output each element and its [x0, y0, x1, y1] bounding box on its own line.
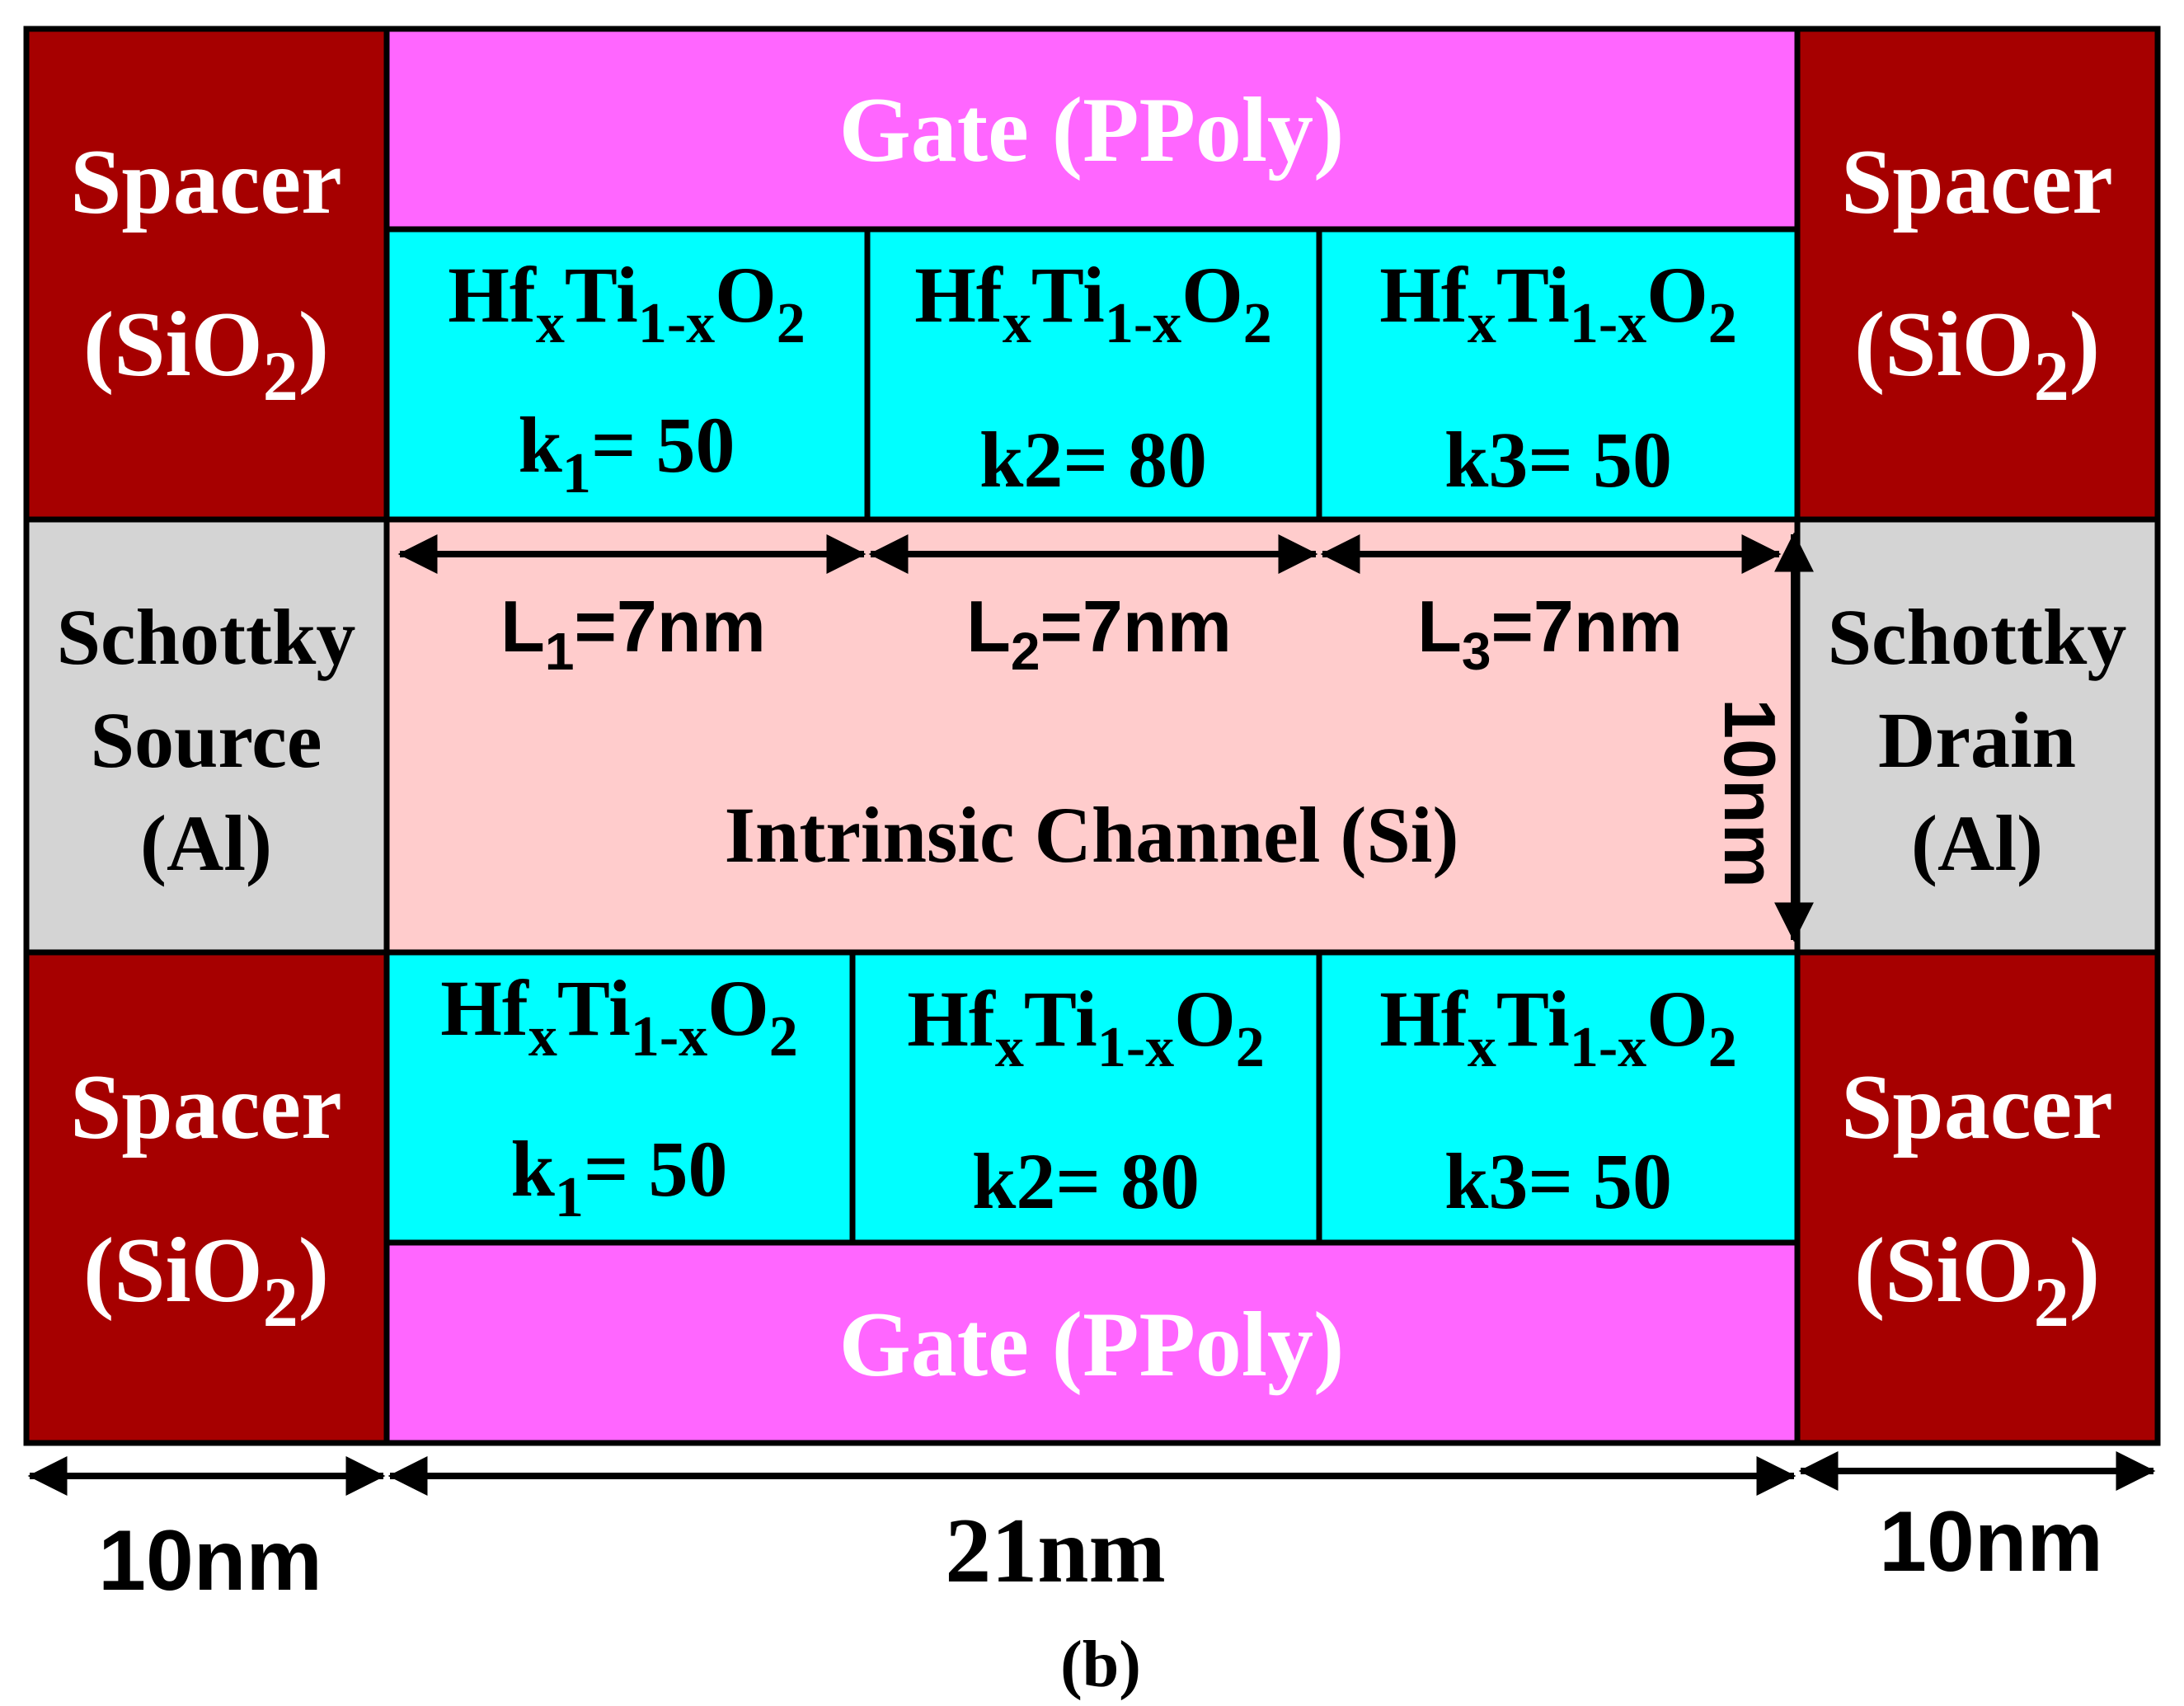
spacer-bottom-left-material: (SiO2) — [83, 1220, 329, 1342]
spacer-top-left — [23, 26, 390, 523]
spacer-bottom-right-material: (SiO2) — [1854, 1220, 2100, 1342]
dielectric-top-1 — [383, 226, 871, 523]
gate-bottom-label: Gate (PPoly) — [839, 1294, 1345, 1396]
drain-label-line2: Drain — [1878, 696, 2076, 784]
dielectric-bottom-1-k: k1= 50 — [510, 1125, 727, 1229]
dielectric-bottom-2-material: HfxTi1-xO2 — [907, 975, 1265, 1079]
dielectric-top-2-k: k2= 80 — [979, 416, 1207, 504]
middle-dimension-label: 21nm — [945, 1500, 1166, 1602]
segment-3-label: L3=7nm — [1417, 585, 1683, 681]
spacer-top-left-label: Spacer — [70, 131, 342, 233]
gate-top-label: Gate (PPoly) — [839, 79, 1345, 181]
source-label-line2: Source — [91, 696, 322, 784]
dielectric-top-2-material: HfxTi1-xO2 — [914, 251, 1272, 355]
spacer-top-right — [1794, 26, 2161, 523]
gate-top — [383, 26, 1801, 233]
source-label-line1: Schottky — [57, 593, 356, 681]
dielectric-bottom-1-material: HfxTi1-xO2 — [440, 964, 798, 1069]
spacer-top-right-label: Spacer — [1841, 131, 2113, 233]
dielectric-bottom-2-k: k2= 80 — [972, 1137, 1200, 1225]
schottky-drain-region — [1794, 516, 2161, 956]
segment-2-label: L2=7nm — [966, 585, 1232, 681]
drain-label-line3: (Al) — [1911, 799, 2043, 887]
spacer-bottom-left — [23, 949, 390, 1446]
segment-1-label: L1=7nm — [500, 585, 766, 681]
intrinsic-channel-region — [383, 516, 1801, 956]
channel-thickness-label: 10nm — [1709, 698, 1791, 888]
spacer-top-right-material: (SiO2) — [1854, 294, 2100, 416]
dielectric-bottom-2 — [849, 949, 1322, 1246]
channel-label: Intrinsic Channel (Si) — [725, 791, 1459, 879]
source-label-line3: (Al) — [140, 799, 272, 887]
figure-caption: (b) — [1060, 1628, 1141, 1701]
left-dimension-label: 10nm — [98, 1513, 322, 1609]
drain-label-line1: Schottky — [1828, 593, 2127, 681]
dielectric-bottom-3 — [1316, 949, 1801, 1246]
dielectric-top-1-material: HfxTi1-xO2 — [448, 251, 805, 355]
spacer-bottom-right — [1794, 949, 2161, 1446]
dielectric-bottom-3-material: HfxTi1-xO2 — [1379, 975, 1737, 1079]
spacer-top-left-material: (SiO2) — [83, 294, 329, 416]
dielectric-bottom-3-k: k3= 50 — [1444, 1137, 1672, 1225]
dielectric-bottom-1 — [383, 949, 856, 1246]
dielectric-top-3-material: HfxTi1-xO2 — [1379, 251, 1737, 355]
dielectric-top-1-k: k1= 50 — [518, 401, 735, 505]
dielectric-top-3-k: k3= 50 — [1444, 416, 1672, 504]
schottky-source-region — [23, 516, 390, 956]
spacer-bottom-left-label: Spacer — [70, 1056, 342, 1158]
gate-bottom — [383, 1239, 1801, 1446]
right-dimension-label: 10nm — [1879, 1494, 2103, 1590]
spacer-bottom-right-label: Spacer — [1841, 1056, 2113, 1158]
